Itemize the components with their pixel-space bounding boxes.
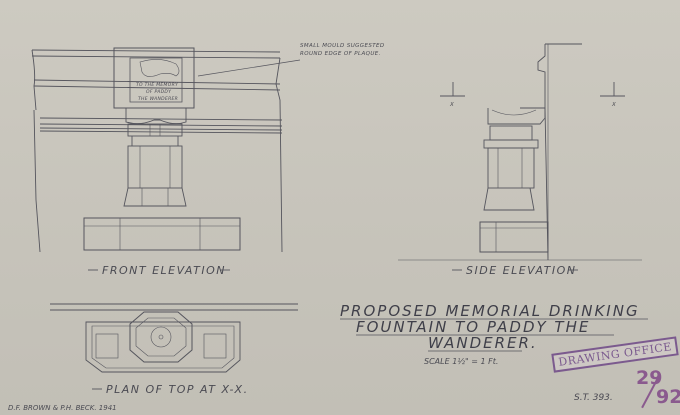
title-line-1: PROPOSED MEMORIAL DRINKING — [340, 302, 640, 320]
front-elevation-view — [31, 47, 301, 253]
plaque-line-3: THE WANDERER — [138, 96, 178, 102]
scale-note: SCALE 1½" = 1 Ft. — [424, 357, 498, 366]
plaque-line-1: TO THE MEMORY — [136, 82, 179, 88]
side-elevation-label: SIDE ELEVATION — [466, 264, 577, 277]
plaque-text: TO THE MEMORY OF PADDY THE WANDERER — [136, 82, 179, 102]
view-labels: FRONT ELEVATION SIDE ELEVATION PLAN OF T… — [88, 264, 578, 396]
front-elevation-label: FRONT ELEVATION — [102, 264, 226, 277]
plan-of-top-view — [50, 303, 298, 373]
note-line-2: ROUND EDGE OF PLAQUE. — [300, 51, 381, 57]
side-elevation-view — [398, 43, 642, 261]
title-block: PROPOSED MEMORIAL DRINKING FOUNTAIN TO P… — [340, 302, 648, 366]
plan-of-top-label: PLAN OF TOP AT X-X. — [106, 383, 249, 396]
plaque-line-2: OF PADDY — [146, 89, 172, 95]
title-line-2: FOUNTAIN TO PADDY THE — [356, 318, 590, 336]
title-line-3: WANDERER. — [428, 334, 538, 352]
sheet-number-denominator: 92 — [656, 386, 680, 408]
note-line-1: SMALL MOULD SUGGESTED — [300, 43, 385, 49]
section-mark-right: X — [611, 102, 616, 108]
section-mark-left: X — [449, 102, 454, 108]
authors-credit: D.F. BROWN & P.H. BECK. 1941 — [8, 404, 117, 412]
drawing-reference: S.T. 393. — [574, 393, 613, 403]
